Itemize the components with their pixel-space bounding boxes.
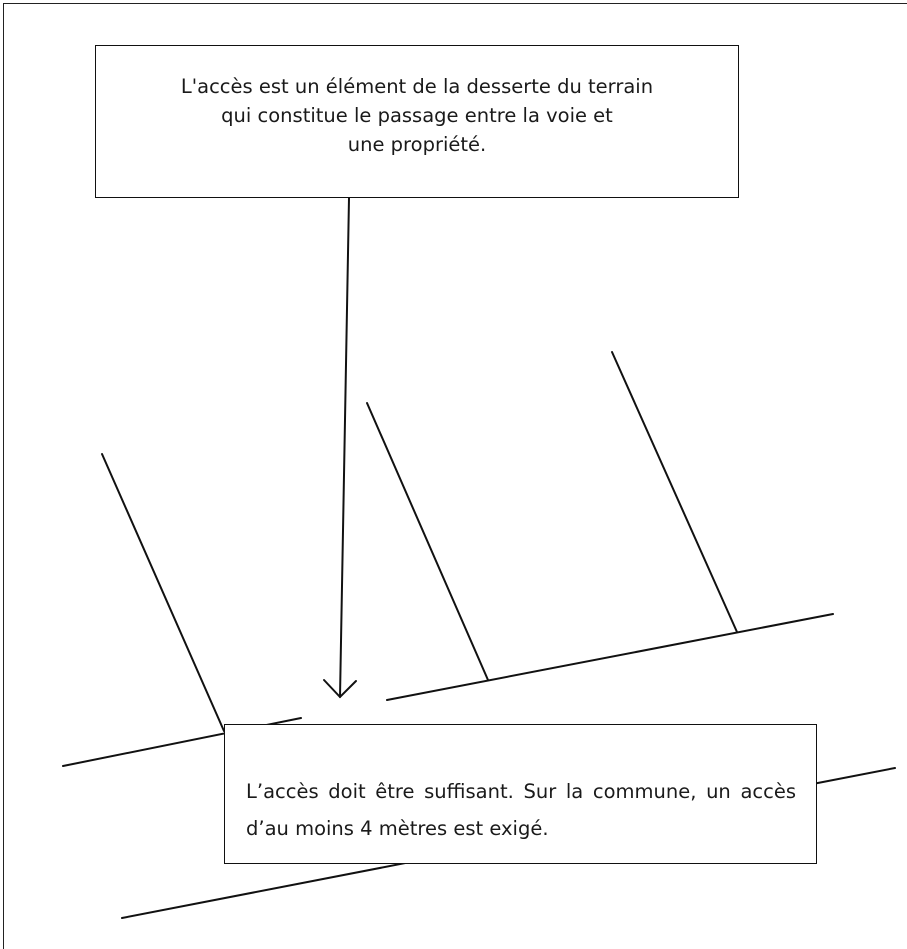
pointer-arrow-shaft xyxy=(339,197,350,698)
access-definition-callout: L'accès est un élément de la desserte du… xyxy=(95,45,739,198)
access-definition-text: L'accès est un élément de la desserte du… xyxy=(181,72,653,171)
access-requirement-callout: L’accès doit être suffisant. Sur la comm… xyxy=(224,724,817,864)
access-definition-line: une propriété. xyxy=(347,133,487,156)
diagram-frame xyxy=(3,3,907,949)
pointer-arrowhead xyxy=(323,679,357,699)
right-property-line xyxy=(386,613,834,701)
left-side-boundary xyxy=(101,453,225,732)
access-requirement-text: L’accès doit être suffisant. Sur la comm… xyxy=(246,780,796,840)
access-definition-line: qui constitue le passage entre la voie e… xyxy=(221,104,613,127)
middle-side-boundary xyxy=(366,402,489,681)
right-side-boundary xyxy=(611,351,738,633)
access-definition-line: L'accès est un élément de la desserte du… xyxy=(180,75,654,98)
